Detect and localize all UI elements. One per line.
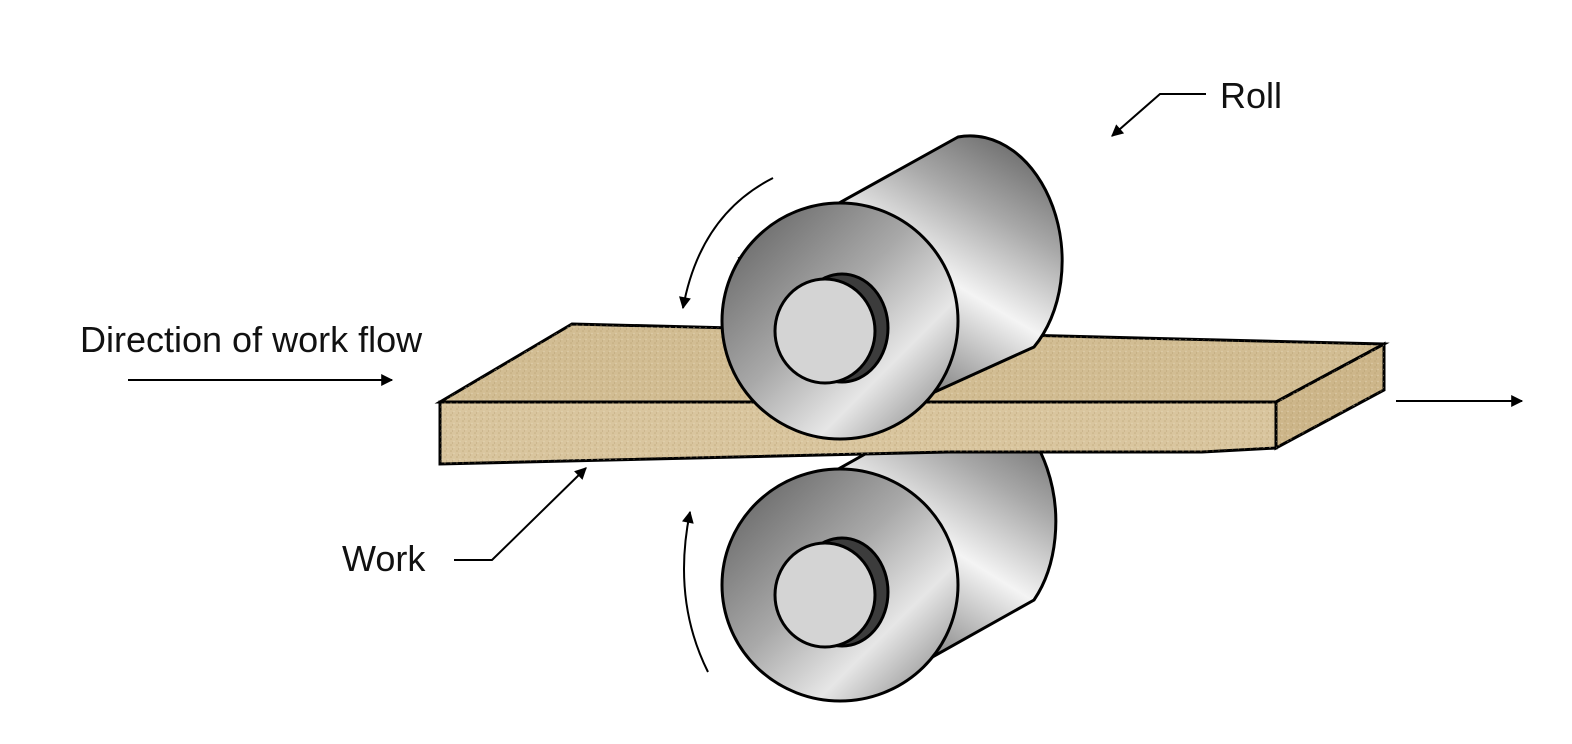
lower-roll bbox=[720, 396, 1058, 703]
roll-label: Roll bbox=[1220, 75, 1282, 116]
upper-rotation-arrow bbox=[679, 177, 774, 310]
roll-leader-line bbox=[1111, 93, 1206, 137]
upper-roll bbox=[720, 134, 1064, 441]
work-leader-line bbox=[454, 467, 587, 561]
lower-rotation-arrow bbox=[681, 510, 709, 673]
lower-roll-shaft bbox=[773, 541, 877, 649]
upper-roll-shaft bbox=[773, 277, 877, 385]
work-label: Work bbox=[342, 538, 426, 579]
direction-label: Direction of work flow bbox=[80, 319, 423, 360]
